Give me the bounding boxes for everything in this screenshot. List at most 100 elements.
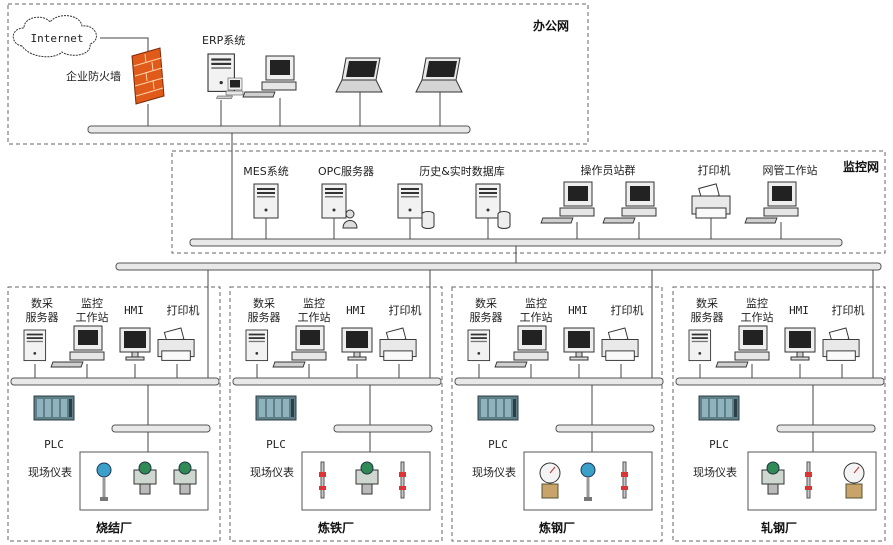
firewall-label: 企业防火墙 bbox=[66, 69, 121, 83]
office-laptop-icon bbox=[335, 57, 383, 93]
server-label: 数采 bbox=[253, 297, 275, 310]
printer-icon bbox=[822, 327, 860, 361]
server-label: 数采 bbox=[696, 297, 718, 310]
monitor-network-zone bbox=[171, 150, 886, 254]
plant-backbone-bus bbox=[115, 262, 882, 271]
workstation-label: 工作站 bbox=[76, 310, 109, 324]
server-label: 服务器 bbox=[691, 311, 724, 324]
hmi-label: HMI bbox=[124, 304, 144, 317]
printer-label: 打印机 bbox=[167, 303, 200, 317]
printer-icon bbox=[379, 327, 417, 361]
plant-title: 炼钢厂 bbox=[539, 520, 575, 535]
server-label: 数采 bbox=[475, 297, 497, 310]
plc-icon bbox=[33, 395, 75, 421]
plc-label: PLC bbox=[709, 438, 729, 451]
workstation-label: 工作站 bbox=[298, 310, 331, 324]
plant-title: 轧钢厂 bbox=[761, 520, 797, 535]
plant-zone bbox=[229, 286, 443, 542]
workstation-icon bbox=[494, 325, 549, 368]
field-bus bbox=[555, 424, 655, 433]
instruments-label: 现场仪表 bbox=[693, 465, 737, 479]
field-instrument-icon bbox=[843, 462, 865, 499]
firewall-icon bbox=[131, 47, 165, 105]
server-label: 服务器 bbox=[26, 311, 59, 324]
monitor-printer-label: 打印机 bbox=[698, 163, 731, 177]
plant-control-bus bbox=[10, 377, 220, 386]
plc-icon bbox=[698, 395, 740, 421]
netmgmt-label: 网管工作站 bbox=[763, 163, 818, 177]
plant-control-bus bbox=[454, 377, 664, 386]
plc-label: PLC bbox=[488, 438, 508, 451]
plc-label: PLC bbox=[44, 438, 64, 451]
operators-label: 操作员站群 bbox=[581, 163, 636, 177]
server-icon bbox=[688, 329, 712, 362]
hmi-icon bbox=[341, 327, 373, 361]
field-instrument-icon bbox=[539, 462, 561, 499]
workstation-label: 工作站 bbox=[520, 310, 553, 324]
operator-workstation-icon bbox=[540, 181, 595, 224]
plant-zone bbox=[451, 286, 663, 542]
user-icon bbox=[342, 209, 358, 229]
plant-title: 炼铁厂 bbox=[318, 520, 354, 535]
database-icon bbox=[421, 211, 435, 229]
operator-workstation-icon bbox=[602, 181, 657, 224]
netmgmt-workstation-icon bbox=[744, 181, 799, 224]
hmi-icon bbox=[119, 327, 151, 361]
workstation-label: 监控 bbox=[81, 296, 103, 310]
plant-control-bus bbox=[675, 377, 885, 386]
hmi-label: HMI bbox=[346, 304, 366, 317]
office-network-bus bbox=[87, 125, 471, 134]
office-network-title: 办公网 bbox=[533, 18, 569, 33]
field-bus bbox=[776, 424, 876, 433]
server-icon bbox=[467, 329, 491, 362]
plant-zone bbox=[7, 286, 221, 542]
server-icon bbox=[23, 329, 47, 362]
field-bus bbox=[111, 424, 211, 433]
hmi-label: HMI bbox=[789, 304, 809, 317]
instruments-label: 现场仪表 bbox=[472, 465, 516, 479]
plc-label: PLC bbox=[266, 438, 286, 451]
workstation-label: 监控 bbox=[525, 296, 547, 310]
mes-label: MES系统 bbox=[243, 165, 288, 178]
printer-label: 打印机 bbox=[389, 303, 422, 317]
instruments-label: 现场仪表 bbox=[250, 465, 294, 479]
field-bus bbox=[333, 424, 433, 433]
printer-icon bbox=[157, 327, 195, 361]
hmi-icon bbox=[563, 327, 595, 361]
server-label: 数采 bbox=[31, 297, 53, 310]
internet-cloud-icon bbox=[12, 15, 97, 58]
server-label: 服务器 bbox=[248, 311, 281, 324]
office-network-zone bbox=[7, 3, 589, 145]
plant-title: 烧结厂 bbox=[96, 520, 132, 535]
workstation-icon bbox=[272, 325, 327, 368]
database-icon bbox=[497, 211, 511, 229]
office-desktop-icon bbox=[242, 55, 297, 98]
printer-label: 打印机 bbox=[611, 303, 644, 317]
server-label: 服务器 bbox=[470, 311, 503, 324]
printer-icon bbox=[601, 327, 639, 361]
erp-label: ERP系统 bbox=[202, 34, 245, 47]
server-icon bbox=[245, 329, 269, 362]
plc-icon bbox=[477, 395, 519, 421]
monitor-network-bus bbox=[189, 238, 843, 247]
mes-server-icon bbox=[253, 183, 279, 219]
opc-server-icon bbox=[321, 183, 347, 219]
office-laptop-icon bbox=[415, 57, 463, 93]
historian-label: 历史&实时数据库 bbox=[419, 164, 505, 178]
workstation-label: 监控 bbox=[746, 296, 768, 310]
workstation-icon bbox=[715, 325, 770, 368]
workstation-label: 监控 bbox=[303, 296, 325, 310]
internet-label: Internet bbox=[31, 32, 84, 45]
hmi-icon bbox=[784, 327, 816, 361]
workstation-icon bbox=[50, 325, 105, 368]
printer-icon bbox=[691, 183, 731, 219]
workstation-label: 工作站 bbox=[741, 310, 774, 324]
historian-server-icon bbox=[475, 183, 501, 219]
plc-icon bbox=[255, 395, 297, 421]
plant-control-bus bbox=[232, 377, 442, 386]
plant-zone bbox=[672, 286, 886, 542]
instruments-label: 现场仪表 bbox=[28, 465, 72, 479]
printer-label: 打印机 bbox=[832, 303, 865, 317]
hmi-label: HMI bbox=[568, 304, 588, 317]
